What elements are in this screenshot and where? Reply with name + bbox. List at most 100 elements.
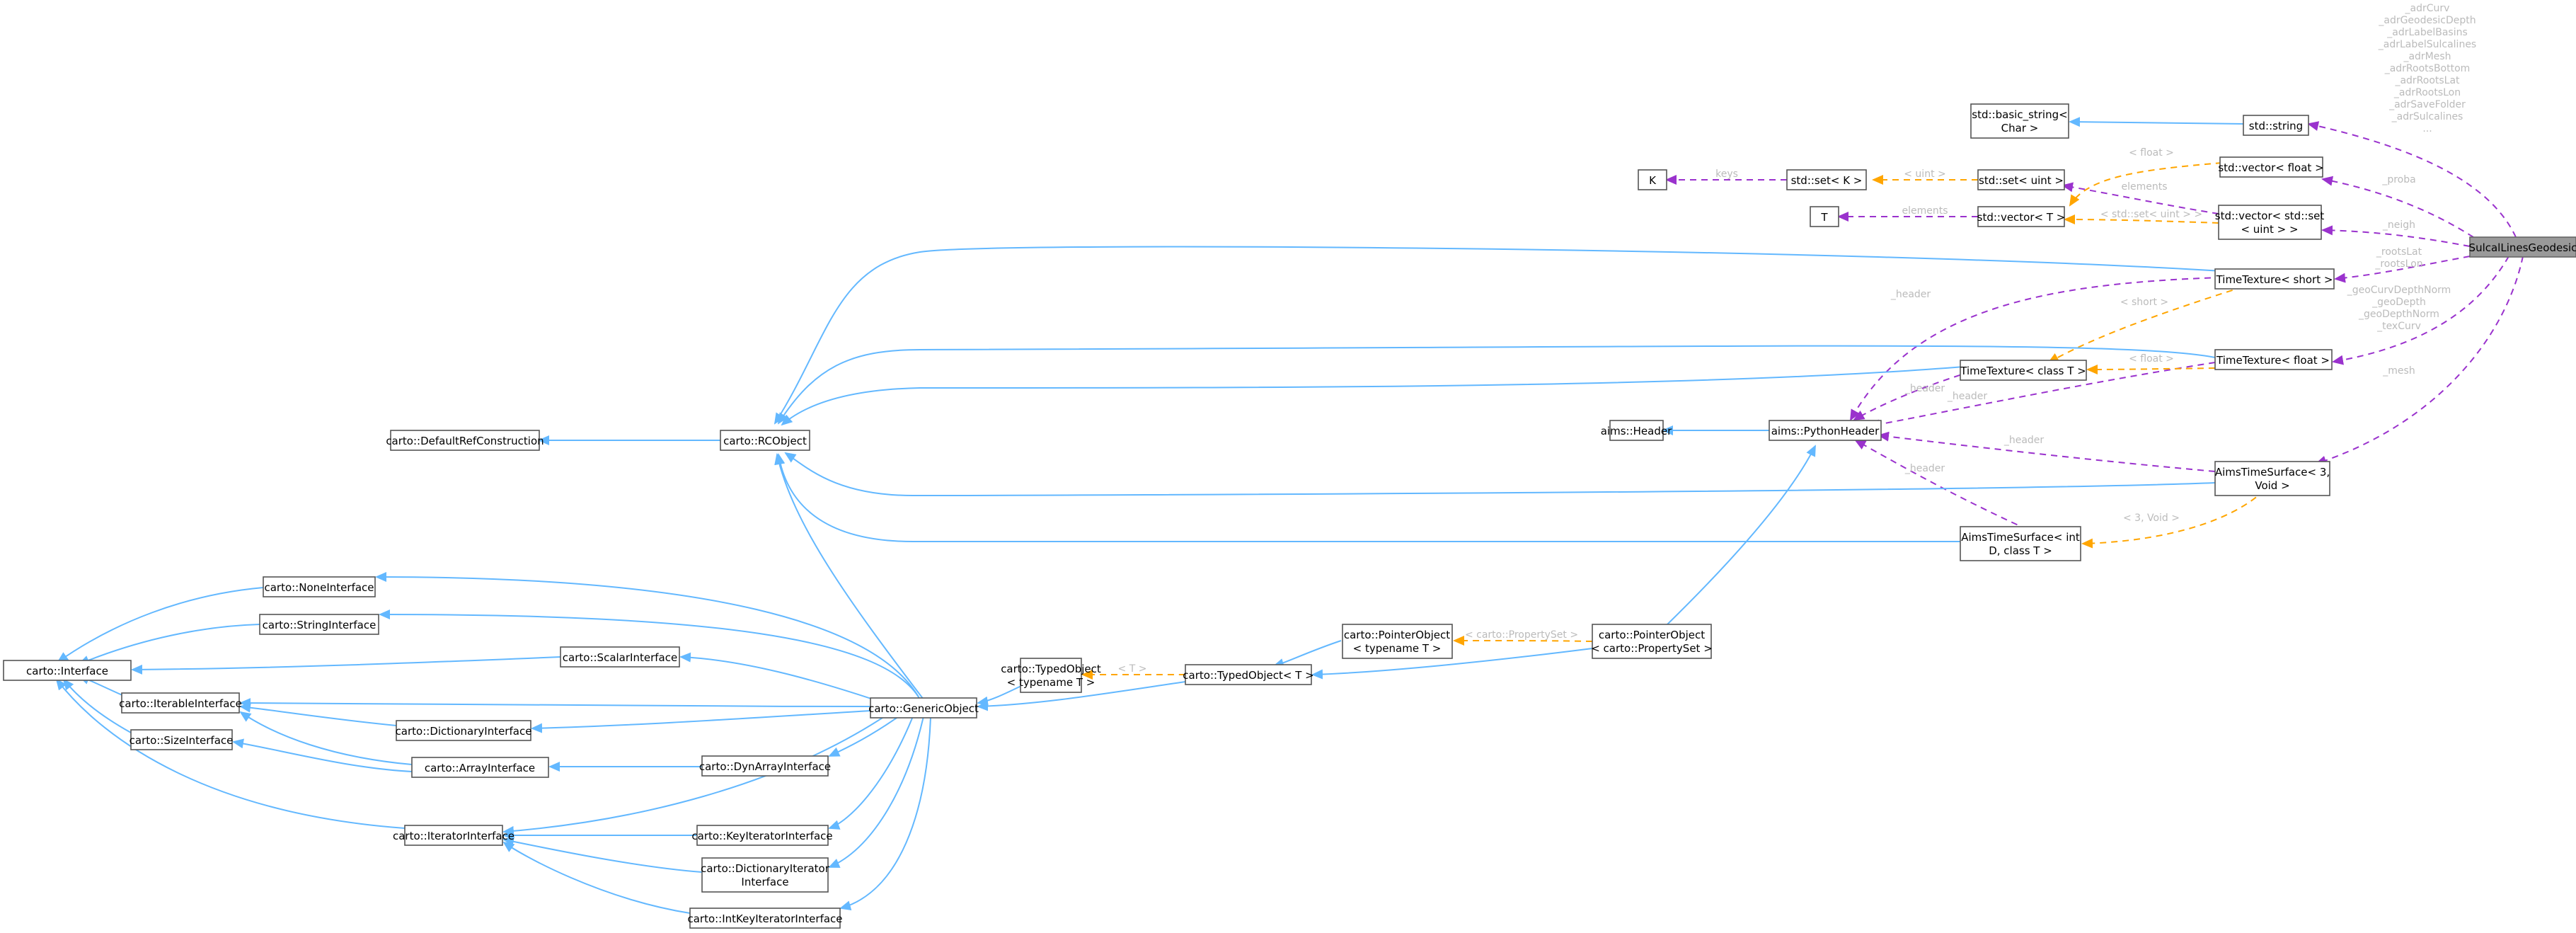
node-aims-time-surface-3-void[interactable]: AimsTimeSurface< 3, Void > xyxy=(2214,461,2330,496)
member-label: ... xyxy=(2422,123,2432,134)
edge-none-interface xyxy=(57,587,264,663)
node-label: < uint > > xyxy=(2241,223,2298,236)
node-std-vector-t[interactable]: std::vector< T > xyxy=(1977,206,2066,227)
edge-ttclass-ph xyxy=(1853,371,1972,420)
node-label: SulcalLinesGeodesic xyxy=(2469,241,2576,254)
node-label: Void > xyxy=(2255,479,2289,492)
node-label: carto::DictionaryInterface xyxy=(396,725,532,738)
edge-generic-iterable xyxy=(239,698,871,709)
node-carto-typed-object-t[interactable]: carto::TypedObject< T > xyxy=(1183,664,1314,685)
node-aims-python-header[interactable]: aims::PythonHeader xyxy=(1769,420,1882,441)
node-label: K xyxy=(1649,174,1657,187)
edge-generic-intkeyiter xyxy=(839,716,931,910)
edge-string-basicstring xyxy=(2069,117,2244,127)
edge-ttclass-rc xyxy=(781,366,1965,426)
node-carto-pointer-object-typename[interactable]: carto::PointerObject < typename T > xyxy=(1342,624,1453,659)
node-carto-typed-object-typename[interactable]: carto::TypedObject < typename T > xyxy=(1001,658,1101,693)
node-std-set-k[interactable]: std::set< K > xyxy=(1786,169,1867,190)
node-label: D, class T > xyxy=(1989,544,2052,557)
node-label: std::vector< std::set xyxy=(2215,210,2325,222)
node-label: carto::DynArrayInterface xyxy=(699,760,831,773)
node-label: carto::StringInterface xyxy=(263,619,376,631)
member-label: _rootsLat xyxy=(2376,246,2422,258)
node-carto-string-interface[interactable]: carto::StringInterface xyxy=(259,614,379,635)
node-carto-key-iterator-interface[interactable]: carto::KeyIteratorInterface xyxy=(691,825,833,846)
node-label: TimeTexture< class T > xyxy=(1960,365,2086,377)
node-label: < typename T > xyxy=(1007,676,1096,689)
edge-generic-scalar xyxy=(679,652,878,702)
node-timetexture-class-t[interactable]: TimeTexture< class T > xyxy=(1960,360,2087,381)
node-std-vector-set-uint[interactable]: std::vector< std::set < uint > > xyxy=(2215,205,2325,240)
node-label: carto::RCObject xyxy=(723,435,807,447)
edge-scalar-interface xyxy=(131,656,561,675)
node-carto-array-interface[interactable]: carto::ArrayInterface xyxy=(411,757,549,778)
edge-label-header: _header xyxy=(1904,383,1945,394)
edge-generic-keyiter xyxy=(828,716,914,830)
node-label: carto::Interface xyxy=(26,665,108,677)
member-label: _adrLabelSulcalines xyxy=(2378,39,2476,50)
node-std-vector-float[interactable]: std::vector< float > xyxy=(2218,156,2324,178)
node-k[interactable]: K xyxy=(1638,169,1667,190)
node-timetexture-short[interactable]: TimeTexture< short > xyxy=(2214,268,2335,290)
node-label: carto::PointerObject xyxy=(1344,629,1450,641)
member-label: _adrLabelBasins xyxy=(2386,27,2468,38)
node-carto-iterator-interface[interactable]: carto::IteratorInterface xyxy=(393,825,514,846)
node-label: aims::PythonHeader xyxy=(1771,425,1880,437)
node-carto-pointer-object-propertyset[interactable]: carto::PointerObject < carto::PropertySe… xyxy=(1591,624,1713,659)
node-std-basic-string[interactable]: std::basic_string< Char > xyxy=(1970,103,2069,139)
edge-label-header: _header xyxy=(1947,391,1988,402)
node-carto-dictionary-iterator-interface[interactable]: carto::DictionaryIterator Interface xyxy=(701,857,830,893)
edge-ttfloat-rc xyxy=(777,345,2216,425)
node-label: aims::Header xyxy=(1601,425,1672,437)
node-label: Char > xyxy=(2001,122,2039,134)
node-carto-none-interface[interactable]: carto::NoneInterface xyxy=(263,576,376,597)
member-label: _rootsLon xyxy=(2374,258,2422,270)
node-label: std::string xyxy=(2249,120,2303,132)
edge-label-vecset: < std::set< uint > > xyxy=(2100,209,2202,220)
member-label: _adrRootsBottom xyxy=(2384,63,2471,74)
edge-vecset-vect xyxy=(2064,214,2219,225)
node-carto-size-interface[interactable]: carto::SizeInterface xyxy=(130,729,234,750)
edge-array-iterable xyxy=(239,711,413,765)
edge-atsint-ph xyxy=(1854,440,2028,530)
edge-ttshort-ph xyxy=(1850,277,2223,421)
node-label: carto::PointerObject xyxy=(1599,629,1705,641)
edge-vecfloat-vect xyxy=(2069,162,2223,207)
node-carto-intkey-iterator-interface[interactable]: carto::IntKeyIteratorInterface xyxy=(687,908,843,929)
edge-label-float-members: _geoCurvDepthNorm _geoDepth _geoDepthNor… xyxy=(2347,285,2451,332)
edge-size-interface xyxy=(62,678,132,733)
edge-ttshort-rc xyxy=(774,246,2223,425)
node-carto-default-ref-construction[interactable]: carto::DefaultRefConstruction xyxy=(386,430,544,451)
edge-pointert-typedt xyxy=(1272,640,1342,668)
edge-label-short-members: _rootsLat _rootsLon xyxy=(2374,246,2422,270)
node-std-string[interactable]: std::string xyxy=(2243,115,2309,136)
edge-dict-iterable xyxy=(239,702,397,726)
node-std-set-uint[interactable]: std::set< uint > xyxy=(1977,169,2065,190)
edge-typedtn-generic xyxy=(977,685,1023,706)
node-carto-dynarray-interface[interactable]: carto::DynArrayInterface xyxy=(699,755,831,777)
node-aims-time-surface-int[interactable]: AimsTimeSurface< int D, class T > xyxy=(1960,526,2081,561)
node-label: AimsTimeSurface< 3, xyxy=(2215,466,2330,479)
edge-ttfloat-ttclass xyxy=(2086,364,2216,374)
edge-label-elements: elements xyxy=(1902,205,1948,217)
node-carto-generic-object[interactable]: carto::GenericObject xyxy=(868,697,979,719)
member-label: _adrCurv xyxy=(2405,3,2450,14)
node-aims-header[interactable]: aims::Header xyxy=(1601,420,1672,441)
node-label: carto::NoneInterface xyxy=(264,581,374,594)
edge-generic-dynarray xyxy=(828,716,899,757)
edge-sulcal-vecset xyxy=(2321,225,2471,247)
member-label: _geoDepthNorm xyxy=(2358,309,2439,320)
edge-pointerps-typedt xyxy=(1311,648,1593,680)
node-timetexture-float[interactable]: TimeTexture< float > xyxy=(2214,349,2333,370)
node-label: carto::IterableInterface xyxy=(119,697,242,710)
node-carto-interface[interactable]: carto::Interface xyxy=(3,660,132,681)
node-carto-iterable-interface[interactable]: carto::IterableInterface xyxy=(119,692,242,714)
member-label: _adrRootsLon xyxy=(2393,87,2461,98)
node-carto-dictionary-interface[interactable]: carto::DictionaryInterface xyxy=(396,720,532,741)
node-t[interactable]: T xyxy=(1810,206,1839,227)
node-sulcal-lines-geodesic[interactable]: SulcalLinesGeodesic xyxy=(2469,236,2576,258)
edge-label-short: < short > xyxy=(2120,297,2168,308)
node-carto-scalar-interface[interactable]: carto::ScalarInterface xyxy=(560,646,680,668)
node-carto-rcobject[interactable]: carto::RCObject xyxy=(720,430,810,451)
